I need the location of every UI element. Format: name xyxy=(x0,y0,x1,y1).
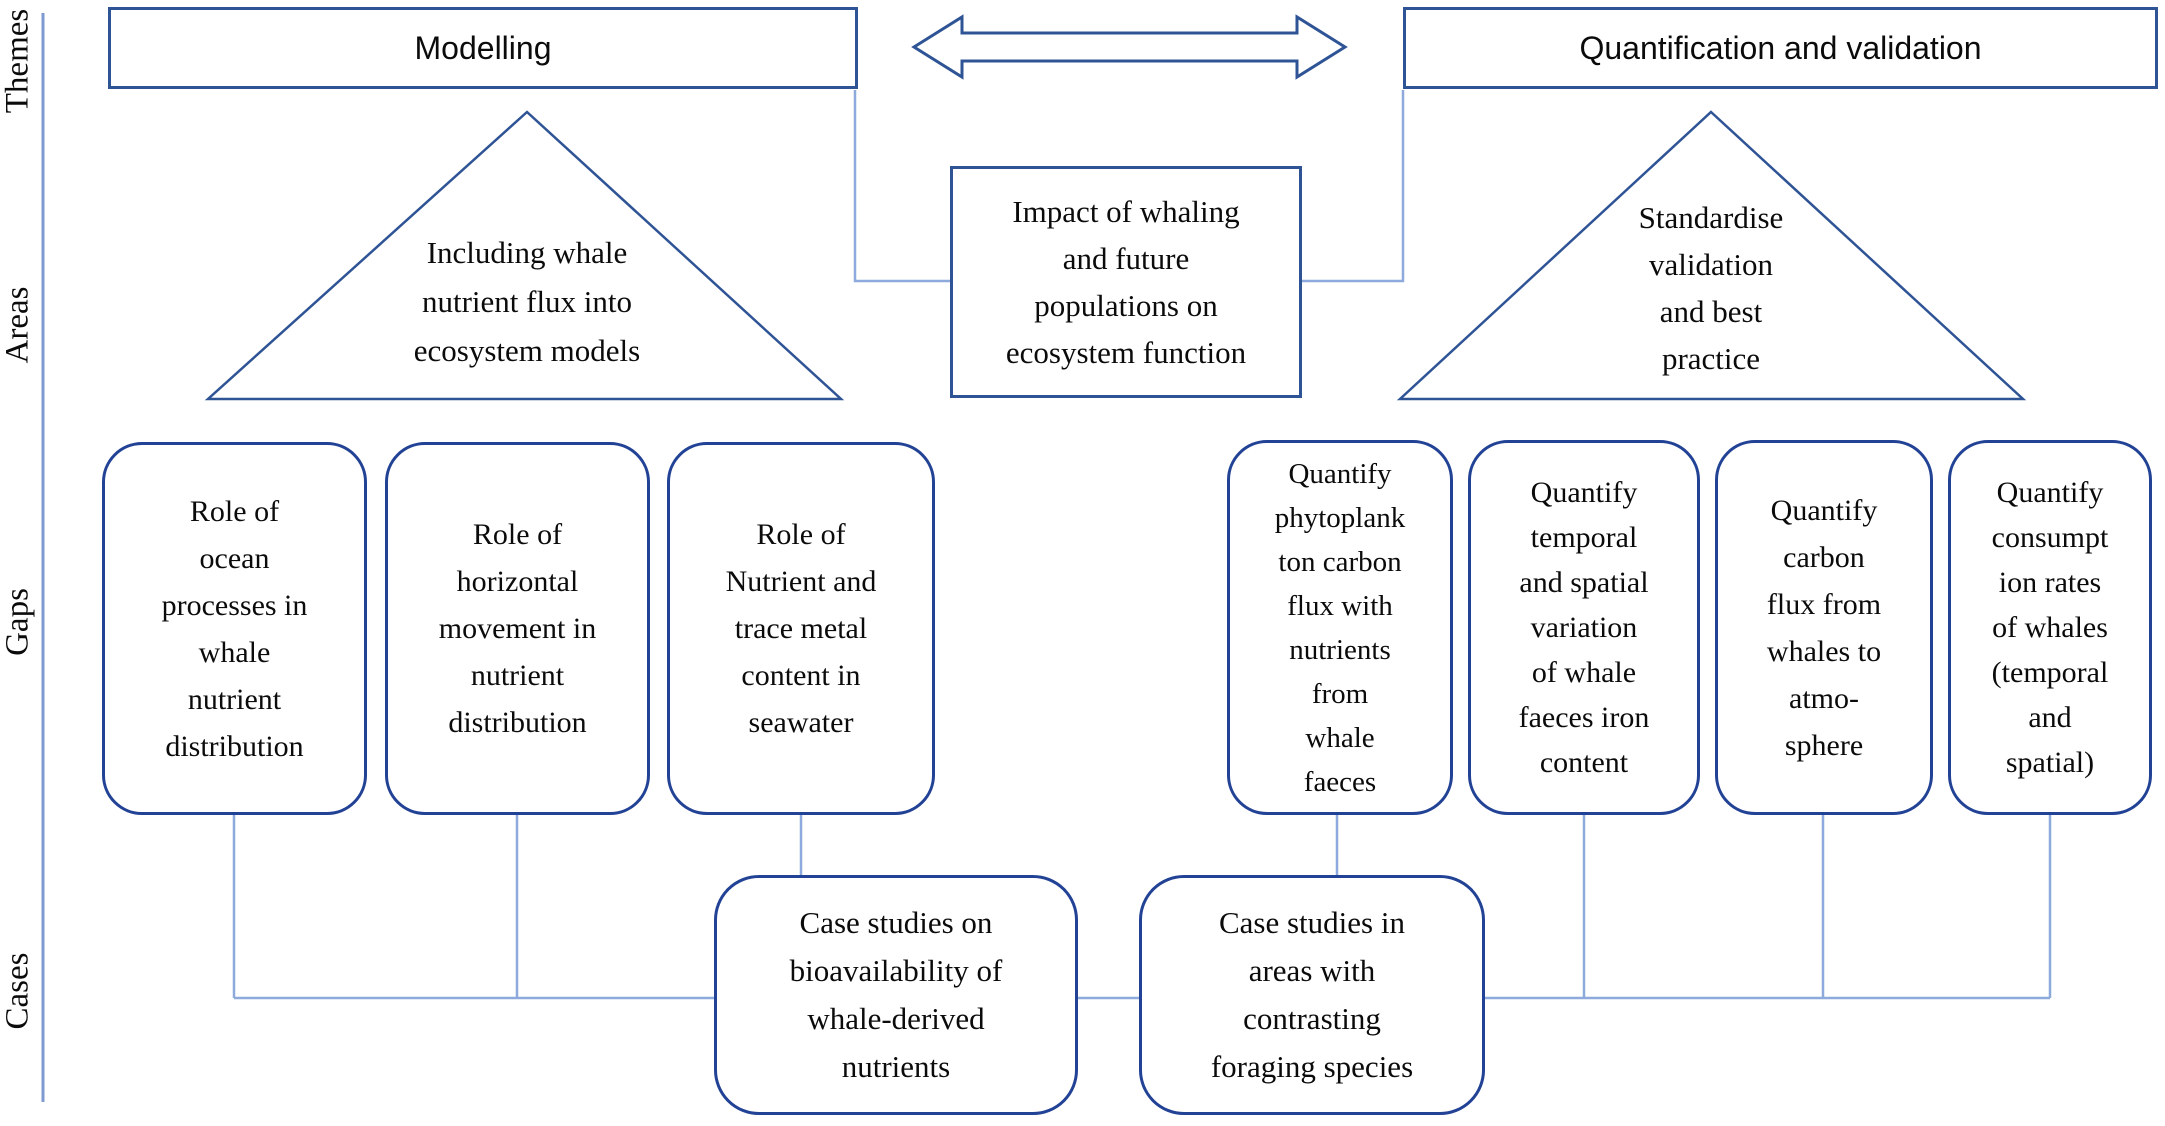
case-box-bioavailability: Case studies on bioavailability of whale… xyxy=(714,875,1078,1115)
validation-area-triangle xyxy=(1396,110,2027,401)
gap-to-case-connectors xyxy=(232,815,2052,1000)
theme-to-impact-connectors xyxy=(853,90,1405,283)
gap-box-faeces-iron-content: Quantify temporal and spatial variation … xyxy=(1468,440,1700,815)
axis-label-cases: Cases xyxy=(0,952,36,1030)
gap-box-consumption-rates: Quantify consumpt ion rates of whales (t… xyxy=(1948,440,2152,815)
gap-box-phytoplankton-carbon-flux: Quantify phytoplank ton carbon flux with… xyxy=(1227,440,1453,815)
double-arrow-icon xyxy=(911,14,1348,80)
gap-box-carbon-flux-atmosphere: Quantify carbon flux from whales to atmo… xyxy=(1715,440,1933,815)
case-box-contrasting-foraging: Case studies in areas with contrasting f… xyxy=(1139,875,1485,1115)
theme-box-modelling: Modelling xyxy=(108,7,858,89)
validation-area-label: Standardise validation and best practice xyxy=(1638,200,1784,376)
axis-label-gaps: Gaps xyxy=(0,588,36,656)
gap-box-horizontal-movement: Role of horizontal movement in nutrient … xyxy=(385,442,650,815)
impact-box: Impact of whaling and future populations… xyxy=(950,166,1302,398)
axis-label-themes: Themes xyxy=(0,8,36,114)
modelling-area-label: Including whale nutrient flux into ecosy… xyxy=(413,235,641,368)
modelling-area-triangle xyxy=(204,110,845,401)
theme-box-quantification-validation: Quantification and validation xyxy=(1403,7,2158,89)
axis-label-areas: Areas xyxy=(0,286,36,364)
gap-box-nutrient-trace-metal: Role of Nutrient and trace metal content… xyxy=(667,442,935,815)
gap-box-ocean-processes: Role of ocean processes in whale nutrien… xyxy=(102,442,367,815)
